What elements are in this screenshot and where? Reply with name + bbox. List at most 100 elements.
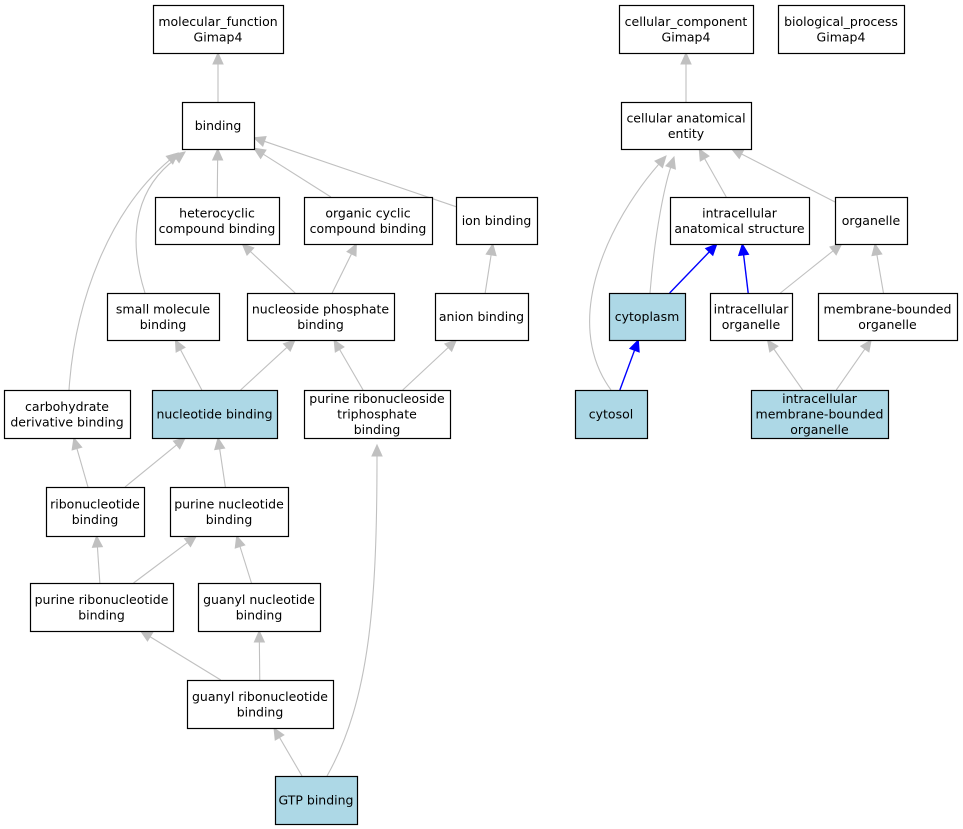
node-label: purine nucleotide — [174, 496, 284, 511]
arrowhead-icon — [346, 242, 357, 257]
node-label: nucleoside phosphate — [252, 301, 390, 316]
edge-purine_ribonucleotide-to-ribonucleotide — [91, 534, 104, 584]
node-label: membrane-bounded — [824, 301, 952, 316]
edge-organelle-to-cae — [730, 148, 836, 203]
arrowhead-icon — [273, 726, 285, 741]
node-label: binding — [237, 704, 284, 719]
node-label: cellular anatomical — [626, 110, 745, 125]
node-binding[interactable]: binding — [181, 101, 256, 151]
nodes-layer: molecular_functionGimap4bindingheterocyc… — [3, 4, 959, 826]
edge-line — [649, 167, 672, 294]
node-label: cytosol — [589, 407, 633, 422]
node-box — [154, 196, 281, 246]
node-label: purine ribonucleoside — [309, 391, 445, 406]
node-label: organelle — [842, 213, 901, 228]
arrowhead-icon — [628, 338, 640, 353]
edge-gtp_binding-to-purine_ribonucleoside_tp — [326, 443, 383, 777]
node-box — [620, 101, 753, 151]
node-box — [45, 486, 146, 538]
edge-purine_ribonucleotide-to-purine_nucleotide — [133, 535, 198, 584]
node-label: biological_process — [784, 14, 898, 29]
node-organelle[interactable]: organelle — [834, 196, 909, 246]
node-ion-binding[interactable]: ion binding — [455, 196, 539, 246]
node-box — [434, 292, 530, 342]
edge-nucleoside_phosphate-to-heterocyclic — [241, 243, 296, 294]
node-label: binding — [297, 317, 344, 332]
node-label: intracellular — [782, 391, 858, 406]
node-nucleotide-binding[interactable]: nucleotide binding — [151, 389, 279, 440]
node-label: cytoplasm — [615, 309, 680, 324]
node-cytoplasm[interactable]: cytoplasm — [608, 292, 687, 342]
node-label: binding — [140, 317, 187, 332]
node-box — [777, 4, 906, 55]
arrowhead-icon — [730, 148, 745, 160]
node-box — [274, 775, 359, 826]
node-label: Gimap4 — [817, 29, 866, 44]
arrowhead-icon — [680, 51, 692, 65]
edge-line — [780, 250, 834, 294]
edge-purine_ribonucleoside_tp-to-nucleoside_phosphate — [333, 338, 364, 391]
node-label: molecular_function — [158, 14, 277, 29]
edge-ias-to-cae — [698, 147, 727, 198]
node-label: derivative binding — [10, 414, 123, 429]
edge-intracellular_organelle-to-ias — [737, 242, 750, 294]
node-box — [246, 292, 396, 342]
edge-line — [250, 251, 296, 294]
edge-membrane_bounded-to-organelle — [871, 242, 885, 294]
edge-line — [835, 348, 866, 391]
node-label: guanyl ribonucleotide — [192, 689, 328, 704]
node-gtp-binding[interactable]: GTP binding — [274, 775, 359, 826]
node-cytosol[interactable]: cytosol — [574, 389, 649, 440]
edge-line — [331, 253, 352, 294]
node-label: organelle — [858, 317, 917, 332]
edge-line — [742, 254, 749, 294]
node-box — [186, 679, 335, 730]
node-box — [618, 4, 755, 55]
node-label: small molecule — [116, 301, 211, 316]
edge-line — [68, 159, 170, 391]
node-box — [181, 101, 256, 151]
arrowhead-icon — [333, 338, 345, 353]
arrowhead-icon — [654, 155, 667, 169]
edge-line — [76, 448, 89, 488]
node-label: ribonucleotide — [50, 496, 140, 511]
node-box — [669, 196, 811, 246]
edge-line — [339, 349, 364, 391]
node-label: triphosphate — [337, 407, 417, 422]
edge-organic_cyclic-to-binding — [252, 147, 332, 198]
edge-line — [219, 448, 226, 488]
node-label: intracellular — [702, 205, 778, 220]
node-anion-binding[interactable]: anion binding — [434, 292, 530, 342]
edge-cytoplasm-to-ias — [669, 243, 718, 294]
arrowhead-icon — [829, 243, 843, 256]
node-label: organic cyclic — [325, 205, 410, 220]
node-label: carbohydrate — [25, 399, 109, 414]
node-label: GTP binding — [279, 793, 354, 808]
node-label: anion binding — [439, 309, 524, 324]
arrowhead-icon — [664, 155, 676, 170]
arrowhead-icon — [766, 339, 779, 353]
node-label: organelle — [722, 317, 781, 332]
edge-nucleotide_binding-to-nucleoside_phosphate — [240, 339, 296, 391]
arrowhead-icon — [241, 243, 255, 257]
node-label: anatomical structure — [674, 221, 804, 236]
